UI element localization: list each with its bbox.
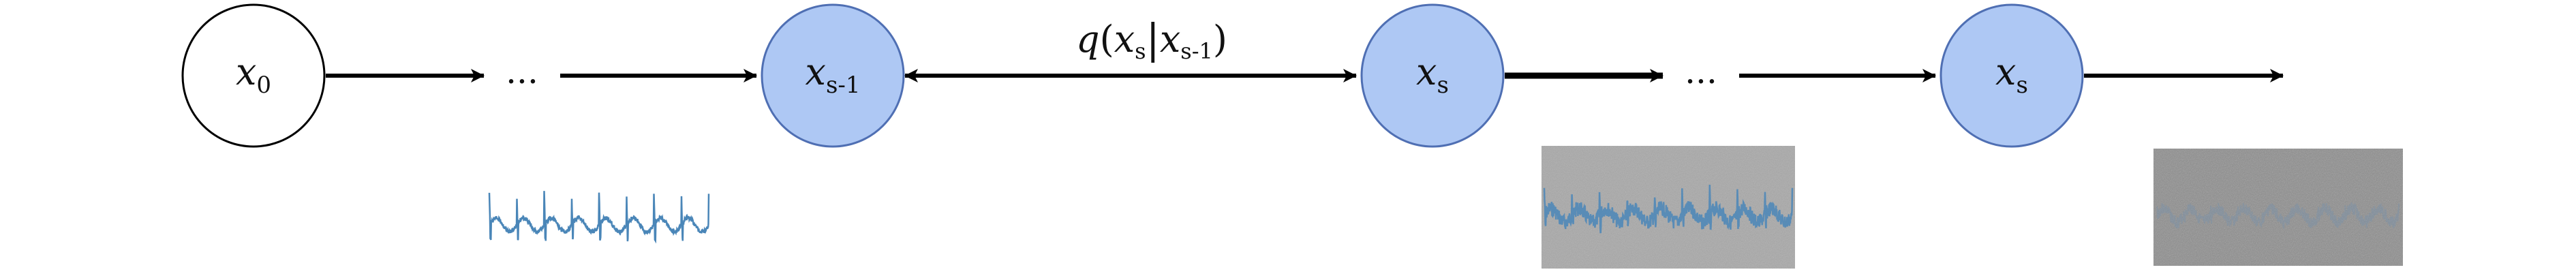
node-xs: xs — [1360, 3, 1505, 148]
node-xs-minus-1-circle — [761, 3, 905, 148]
node-x0-label: x0 — [236, 50, 271, 99]
waveform-noisy-icon — [1543, 184, 1794, 234]
thumbnail-pure-noise — [2153, 149, 2403, 266]
ellipsis-left: ... — [506, 52, 538, 91]
ellipsis-right: ... — [1685, 52, 1717, 91]
node-xs-right-label: xs — [1995, 50, 2028, 99]
node-xs-minus-1-label: xs-1 — [805, 50, 860, 99]
thumbnail-clean-signal — [484, 157, 716, 266]
waveform-clean-icon — [488, 191, 710, 244]
thumbnail-noisy-signal — [1542, 146, 1795, 269]
node-x0: x0 — [181, 3, 326, 148]
node-xs-circle — [1360, 3, 1505, 148]
node-xs-minus-1: xs-1 — [761, 3, 905, 148]
noise-icon — [2156, 202, 2399, 230]
transition-label: q(xs|xs-1) — [1076, 16, 1227, 64]
node-xs-right-circle — [1939, 3, 2084, 148]
node-xs-label: xs — [1416, 50, 1449, 99]
node-x0-circle — [181, 3, 326, 148]
node-xs-right: xs — [1939, 3, 2084, 148]
